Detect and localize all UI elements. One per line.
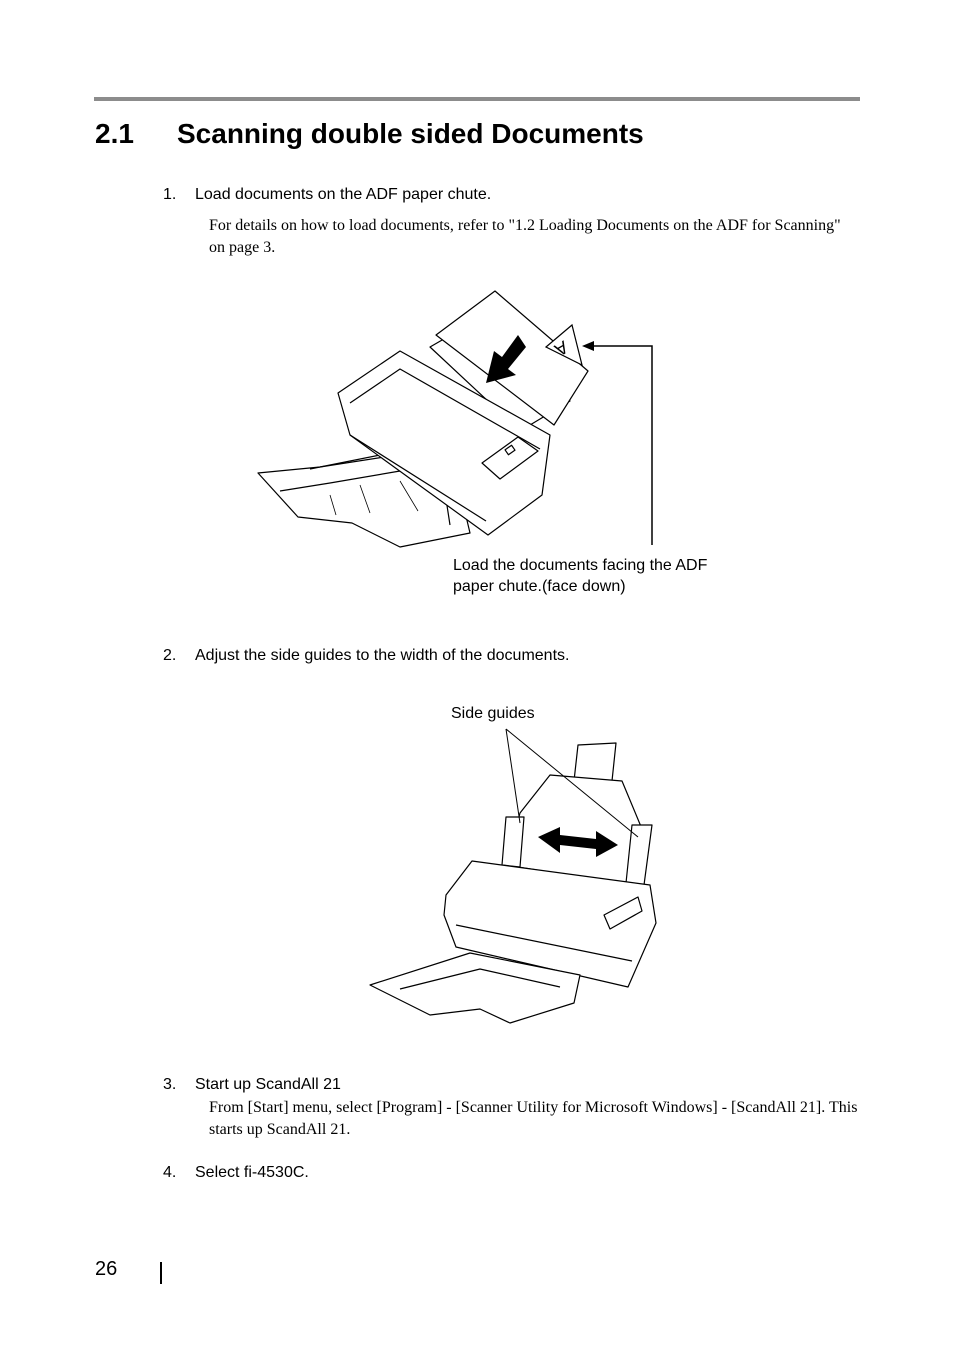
top-rule (94, 97, 860, 101)
side-guides-label: Side guides (451, 705, 535, 722)
step-1: 1. Load documents on the ADF paper chute. (163, 184, 491, 206)
section-title-text: Scanning double sided Documents (177, 118, 644, 149)
left-side-guide (501, 816, 525, 868)
step-text: Select fi-4530C. (195, 1164, 309, 1181)
output-tray (369, 952, 581, 1024)
step-number: 1. (163, 186, 177, 203)
step-text: Load documents on the ADF paper chute. (195, 186, 492, 203)
step-1-note: For details on how to load documents, re… (209, 217, 841, 256)
figure-1-callout: Load the documents facing the ADF paper … (453, 555, 707, 597)
step-3: 3. Start up ScandAll 21 (163, 1074, 341, 1096)
width-adjust-arrow-icon (538, 827, 618, 857)
step-number: 4. (163, 1164, 177, 1181)
section-title: 2.1 Scanning double sided Documents (95, 114, 644, 154)
down-arrow-icon (486, 335, 526, 383)
step-number: 2. (163, 647, 177, 664)
page-number: 26 (95, 1258, 118, 1280)
operator-panel (603, 896, 643, 930)
figure-load-documents: A (257, 290, 653, 548)
step-text: Start up ScandAll 21 (195, 1076, 341, 1093)
operator-panel (481, 436, 539, 480)
chute-extension (573, 742, 617, 782)
step-text: Adjust the side guides to the width of t… (195, 647, 570, 664)
page-number-bar (160, 1262, 162, 1284)
callout-line-2: paper chute.(face down) (453, 578, 626, 595)
step-4: 4. Select fi-4530C. (163, 1162, 309, 1184)
step-2: 2. Adjust the side guides to the width of… (163, 645, 569, 667)
step-number: 3. (163, 1076, 177, 1093)
step-3-note: From [Start] menu, select [Program] - [S… (209, 1099, 858, 1138)
figure-side-guides (369, 728, 657, 1024)
callout-line-1: Load the documents facing the ADF (453, 557, 708, 574)
section-number: 2.1 (95, 118, 134, 149)
